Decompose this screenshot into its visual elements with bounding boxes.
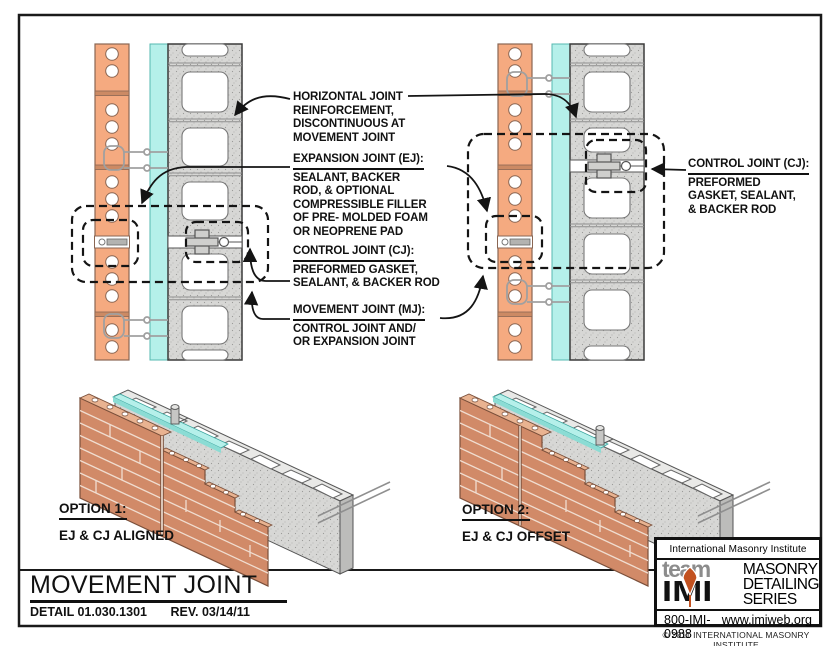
option1-label: OPTION 1: EJ & CJ ALIGNED (59, 500, 174, 543)
leader-ej-right (446, 165, 491, 213)
cj-gasket-option2 (595, 425, 614, 446)
leader-ej-left (140, 166, 290, 205)
leader-hjr-right (407, 93, 579, 119)
note-expansion-joint: EXPANSION JOINT (EJ): SEALANT, BACKER RO… (293, 153, 463, 239)
note-text: PREFORMED GASKET, SEALANT, & BACKER ROD (688, 176, 796, 216)
institute-name: International Masonry Institute (657, 540, 819, 560)
leader-hjr-left (234, 95, 291, 117)
detail-row: DETAIL 01.030.1301 REV. 03/14/11 (30, 605, 270, 619)
logo-imi-text: IMI (662, 576, 713, 608)
cmu-cells-right (583, 43, 631, 361)
brick-cores-left (105, 47, 119, 354)
sheet-border (17, 13, 823, 628)
note-movement-joint: MOVEMENT JOINT (MJ): CONTROL JOINT AND/ … (293, 304, 468, 350)
detail-number: DETAIL 01.030.1301 (30, 605, 147, 619)
brick-cores-right (508, 47, 522, 354)
isometric-option1 (80, 390, 390, 586)
logo-team-text: team (662, 556, 711, 582)
wall-ties-right (506, 71, 570, 306)
note-text: HORIZONTAL JOINT REINFORCEMENT, DISCONTI… (293, 91, 406, 144)
note-control-joint-right: CONTROL JOINT (CJ): PREFORMED GASKET, SE… (688, 158, 818, 217)
note-heading: CONTROL JOINT (CJ): (293, 245, 414, 262)
option1-subtitle: EJ & CJ ALIGNED (59, 528, 175, 543)
note-heading: MOVEMENT JOINT (MJ): (293, 304, 425, 321)
note-heading: CONTROL JOINT (CJ): (688, 158, 809, 175)
series-name: MASONRY DETAILING SERIES (742, 561, 820, 608)
option2-title: OPTION 2: (462, 502, 530, 521)
note-horizontal-joint-reinforcement: HORIZONTAL JOINT REINFORCEMENT, DISCONTI… (293, 91, 458, 145)
note-control-joint-left: CONTROL JOINT (CJ): PREFORMED GASKET, SE… (293, 245, 468, 291)
leader-cj-left (242, 247, 290, 282)
insulation-right (551, 43, 571, 361)
leader-mj-left (243, 290, 290, 320)
horizontal-reinforcement-left (168, 62, 242, 301)
option1-title: OPTION 1: (59, 501, 127, 520)
expansion-joint-left (94, 235, 130, 249)
insulation-left (149, 43, 169, 361)
note-text: CONTROL JOINT AND/ OR EXPANSION JOINT (293, 322, 416, 349)
option2-subtitle: EJ & CJ OFFSET (462, 529, 571, 544)
website-text: www.imiweb.org (721, 613, 812, 627)
expansion-joint-right (497, 235, 533, 249)
revision-date: REV. 03/14/11 (170, 605, 250, 619)
expansion-joint-box-left (81, 218, 140, 268)
horizontal-reinforcement-right (570, 62, 644, 284)
phone-number: 800-IMI-0988 (664, 613, 711, 641)
note-text: PREFORMED GASKET, SEALANT, & BACKER ROD (293, 263, 440, 290)
control-joint-box-right (584, 138, 648, 194)
imi-logo-block: International Masonry Institute team IMI… (654, 537, 822, 641)
sheet-title: MOVEMENT JOINT (30, 572, 288, 603)
option2-label: OPTION 2: EJ & CJ OFFSET (462, 501, 570, 544)
leader-cj-right (650, 162, 687, 177)
cj-gasket-option1 (170, 404, 189, 425)
wall-ties-left (103, 145, 168, 340)
movement-joint-box-left (70, 204, 270, 284)
cmu-cells-left (181, 43, 229, 361)
titleblock: MOVEMENT JOINT (30, 572, 288, 603)
control-joint-box-left (184, 220, 250, 264)
isometric-option2 (460, 390, 770, 586)
plan-right-wall (497, 43, 645, 361)
expansion-joint-box-right (484, 214, 544, 264)
note-text: SEALANT, BACKER ROD, & OPTIONAL COMPRESS… (293, 171, 428, 238)
team-imi-logo: team IMI (657, 556, 736, 609)
movement-joint-box-right (466, 132, 666, 270)
copyright-line: © 2011 INTERNATIONAL MASONRY INSTITUTE (662, 630, 810, 646)
control-joint-right (569, 153, 645, 179)
leader-mj-right (439, 274, 488, 320)
note-heading: EXPANSION JOINT (EJ): (293, 153, 424, 170)
trowel-icon (682, 566, 698, 607)
plan-left-wall (94, 43, 243, 361)
